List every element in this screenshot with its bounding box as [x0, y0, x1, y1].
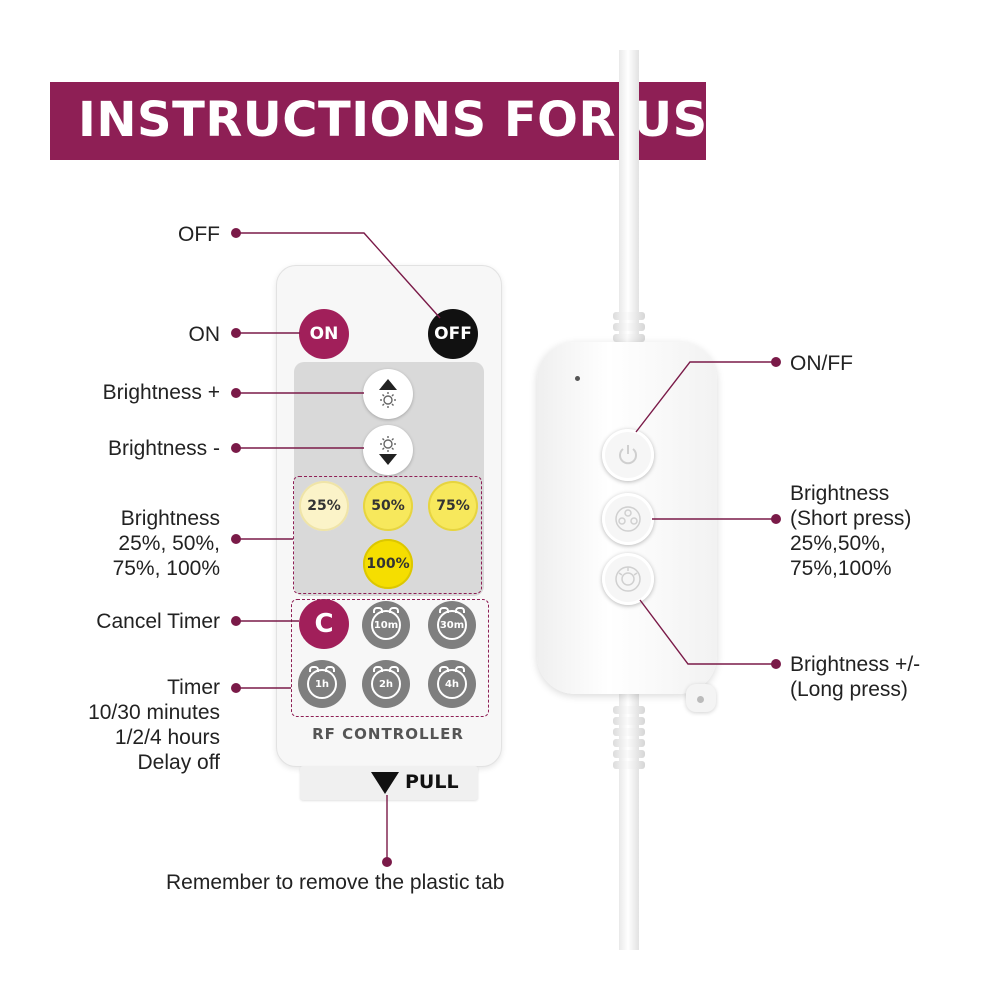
label-timer: Timer 10/30 minutes 1/2/4 hours Delay of…: [88, 675, 220, 775]
timer-30m-button[interactable]: 30m: [428, 601, 476, 649]
cable-ring: [613, 717, 645, 725]
label-brightness-plus: Brightness +: [102, 381, 220, 404]
cable-ring: [613, 706, 645, 714]
label-power: ON/FF: [790, 352, 853, 375]
cancel-timer-label: C: [314, 609, 334, 639]
label-line: Brightness: [790, 482, 890, 505]
presets-outline: [293, 476, 482, 594]
cable-ring: [613, 761, 645, 769]
indicator-led: [575, 376, 580, 381]
on-button[interactable]: ON: [299, 309, 349, 359]
timer-1h-label: 1h: [314, 678, 330, 690]
off-button-label: OFF: [434, 324, 472, 344]
preset-100-button[interactable]: 100%: [363, 539, 413, 589]
preset-25-label: 25%: [307, 498, 341, 514]
label-off: OFF: [178, 223, 220, 246]
label-line: (Long press): [790, 678, 908, 701]
on-button-label: ON: [309, 324, 339, 344]
label-line: (Short press): [790, 507, 912, 530]
timer-2h-button[interactable]: 2h: [362, 660, 410, 708]
timer-4h-button[interactable]: 4h: [428, 660, 476, 708]
timer-10m-button[interactable]: 10m: [362, 601, 410, 649]
preset-75-label: 75%: [436, 498, 470, 514]
label-brightness-minus: Brightness -: [107, 437, 220, 460]
brightness-up-button[interactable]: [363, 369, 413, 419]
label-line: Brightness: [120, 507, 220, 530]
timer-30m-label: 30m: [439, 619, 465, 631]
cable-ring: [613, 739, 645, 747]
timer-outline: [291, 599, 489, 717]
preset-100-label: 100%: [366, 556, 410, 572]
label-long-press: Brightness +/- (Long press): [790, 652, 920, 702]
label-line: Delay off: [137, 751, 221, 774]
timer-10m-label: 10m: [373, 619, 399, 631]
brightness-down-icon: [379, 436, 397, 465]
dimmer-dial-icon: [615, 566, 641, 592]
label-brightness-presets: Brightness 25%, 50%, 75%, 100%: [113, 506, 220, 581]
pull-label: PULL: [405, 771, 459, 793]
cable-ring: [613, 323, 645, 331]
label-line: 10/30 minutes: [88, 701, 220, 724]
preset-75-button[interactable]: 75%: [428, 481, 478, 531]
power-icon: [619, 445, 637, 465]
cancel-timer-button[interactable]: C: [299, 599, 349, 649]
alarm-clock-icon: 4h: [437, 666, 467, 699]
alarm-clock-icon: 1h: [307, 666, 337, 699]
preset-25-button[interactable]: 25%: [299, 481, 349, 531]
brightness-levels-icon: [615, 506, 641, 532]
cable-ring: [613, 334, 645, 342]
cable-ring: [613, 312, 645, 320]
preset-50-label: 50%: [371, 498, 405, 514]
timer-2h-label: 2h: [378, 678, 394, 690]
alarm-clock-icon: 10m: [371, 607, 401, 640]
pull-arrow-icon: [371, 772, 399, 794]
brightness-up-icon: [379, 379, 397, 408]
preset-50-button[interactable]: 50%: [363, 481, 413, 531]
label-line: 75%, 100%: [112, 557, 220, 580]
alarm-clock-icon: 2h: [371, 666, 401, 699]
label-line: Timer: [167, 676, 220, 699]
brightness-down-button[interactable]: [363, 425, 413, 475]
inline-brightness-short-button[interactable]: [602, 493, 654, 545]
alarm-clock-icon: 30m: [437, 607, 467, 640]
label-on: ON: [188, 323, 221, 346]
timer-1h-button[interactable]: 1h: [298, 660, 346, 708]
page-title: INSTRUCTIONS FOR USE: [78, 92, 741, 148]
rf-controller-label: RF CONTROLLER: [312, 725, 464, 743]
inline-brightness-long-button[interactable]: [602, 553, 654, 605]
label-plastic-tab: Remember to remove the plastic tab: [166, 871, 505, 894]
label-line: 25%,50%,: [790, 532, 886, 555]
off-button[interactable]: OFF: [428, 309, 478, 359]
inline-power-button[interactable]: [602, 429, 654, 481]
title-banner: INSTRUCTIONS FOR USE: [50, 82, 740, 160]
cable-top: [619, 50, 639, 350]
timer-4h-label: 4h: [444, 678, 460, 690]
label-cancel-timer: Cancel Timer: [96, 610, 220, 633]
cable-ring: [613, 750, 645, 758]
label-line: 1/2/4 hours: [114, 726, 220, 749]
label-line: 75%,100%: [790, 557, 892, 580]
cable-ring: [613, 728, 645, 736]
label-line: Brightness +/-: [790, 653, 921, 676]
label-short-press: Brightness (Short press) 25%,50%, 75%,10…: [790, 481, 911, 581]
mount-hole: [697, 696, 704, 703]
label-line: 25%, 50%,: [118, 532, 220, 555]
